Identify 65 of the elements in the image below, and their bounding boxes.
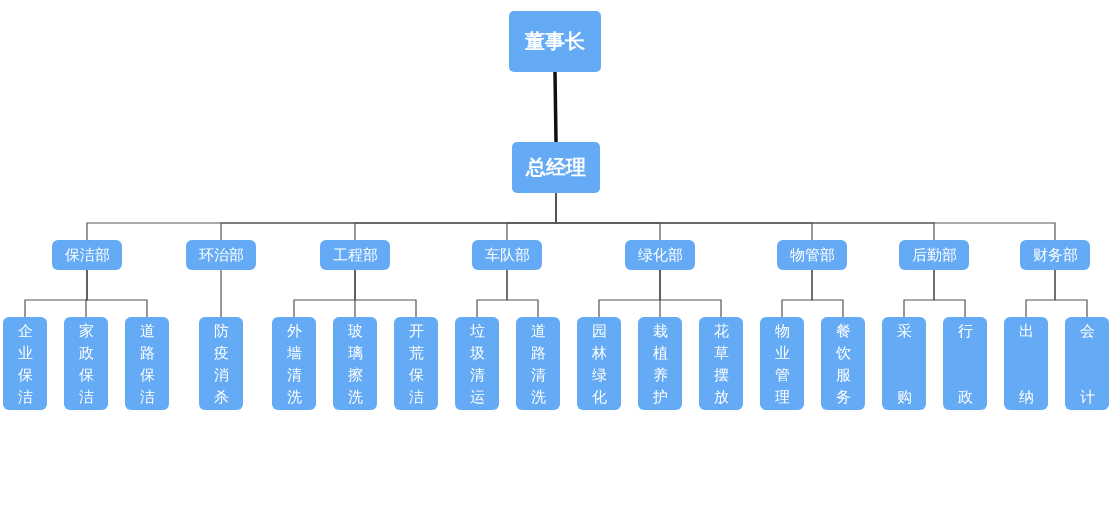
team-box [821,317,865,410]
box-label: 栽植养护 [652,320,668,408]
department-box [777,240,847,270]
department-box [472,240,542,270]
box-label: 防疫消杀 [213,320,229,408]
box-label: 家政保洁 [78,320,94,408]
connector-line [1054,269,1088,318]
connector-line [354,269,417,318]
box-label: 垃圾清运 [469,320,485,408]
box-label: 道路清洗 [530,320,546,408]
box-label: 道路保洁 [139,320,155,408]
box-label: 餐饮服务 [835,320,851,408]
team-box [394,317,438,410]
box-label: 环治部 [198,245,244,265]
team-box [760,317,804,410]
connector-line [86,269,148,318]
box-label: 会计 [1079,320,1095,408]
box-label: 工程部 [332,245,378,265]
box-label: 后勤部 [911,245,957,265]
team-box [943,317,987,410]
connector-line [933,269,966,318]
box-label: 出纳 [1018,320,1034,408]
box-label: 外墙清洗 [286,320,302,408]
connector-line [220,269,222,318]
box-label: 行政 [957,320,973,408]
team-box [516,317,560,410]
box-label: 车队部 [484,245,530,265]
team-box [64,317,108,410]
team-box [638,317,682,410]
connector-line [553,71,558,143]
department-box [52,240,122,270]
department-box [186,240,256,270]
box-label: 企业保洁 [17,320,33,408]
team-box [1065,317,1109,410]
team-box [272,317,316,410]
connector-line [811,269,844,318]
box-label: 总经理 [526,154,586,181]
connector-line [506,269,539,318]
box-label: 董事长 [525,28,585,55]
box-label: 保洁部 [64,245,110,265]
box-label: 绿化部 [637,245,683,265]
connector-line [659,269,722,318]
department-box [625,240,695,270]
box-label: 花草摆放 [713,320,729,408]
box-label: 财务部 [1032,245,1078,265]
box-label: 物管部 [789,245,835,265]
team-box [882,317,926,410]
box-label: 物业管理 [774,320,790,408]
team-box [455,317,499,410]
box-label: 采购 [896,320,912,408]
team-box [577,317,621,410]
team-box [125,317,169,410]
box-label: 玻璃擦洗 [347,320,363,408]
department-box [320,240,390,270]
department-box [899,240,969,270]
role-box [509,11,601,72]
department-box [1020,240,1090,270]
team-box [199,317,243,410]
team-box [1004,317,1048,410]
role-box [512,142,600,193]
box-label: 开荒保洁 [408,320,424,408]
team-box [333,317,377,410]
box-label: 园林绿化 [591,320,607,408]
team-box [3,317,47,410]
team-box [699,317,743,410]
